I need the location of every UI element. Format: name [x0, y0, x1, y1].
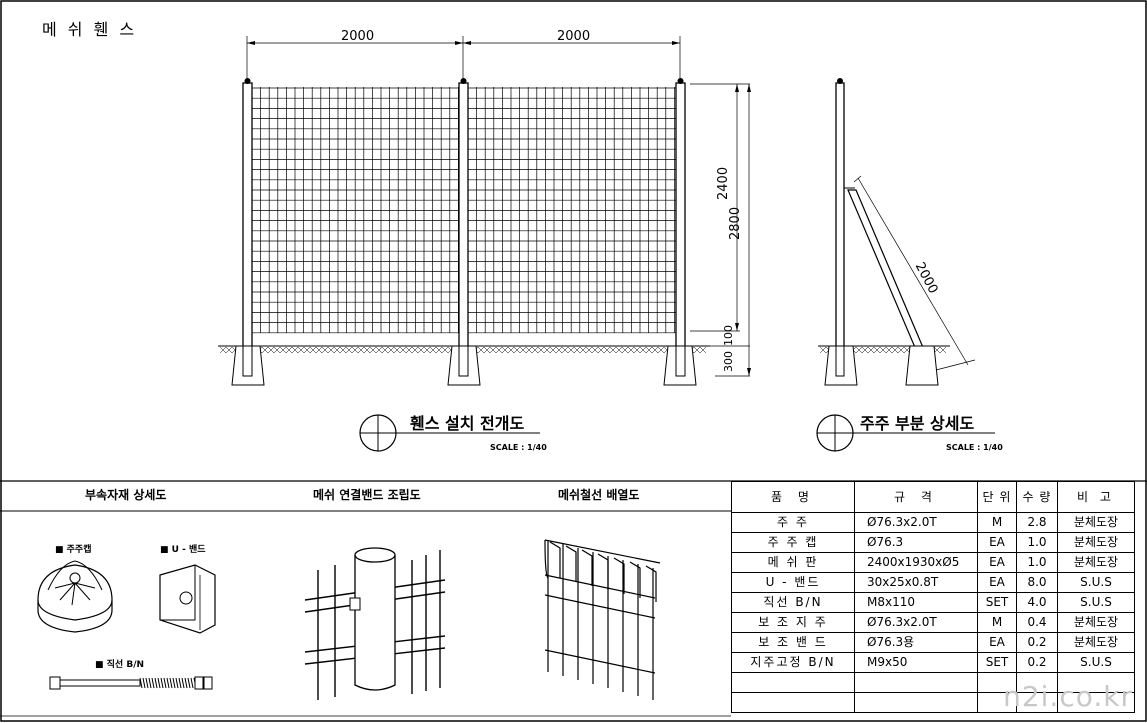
- cell-unit: EA: [977, 532, 1017, 553]
- cell-std: M8x110: [854, 592, 978, 613]
- dim-2800: 2800: [728, 206, 743, 240]
- mesh-panel-left: [251, 87, 459, 334]
- cell-name: 메 쉬 판: [731, 552, 855, 573]
- cell-unit: M: [977, 512, 1017, 533]
- cell-unit: EA: [977, 552, 1017, 573]
- cell-qty: 0.4: [1016, 612, 1058, 633]
- cell-note: S.U.S: [1057, 572, 1135, 593]
- cell-unit: M: [977, 612, 1017, 633]
- spec-header-unit: 단 위: [977, 481, 1017, 513]
- table-row: U - 밴드 30x25x0.8T EA 8.0 S.U.S: [731, 572, 1135, 593]
- table-row: 메 쉬 판 2400x1930xØ5 EA 1.0 분체도장: [731, 552, 1135, 573]
- dim-width-right: 2000: [557, 29, 591, 44]
- cell-name: 주 주: [731, 512, 855, 533]
- dim-100: 100: [722, 325, 735, 346]
- cell-name: U - 밴드: [731, 572, 855, 593]
- table-row: 보 조 지 주 Ø76.3x2.0T M 0.4 분체도장: [731, 612, 1135, 633]
- cell-std: 30x25x0.8T: [854, 572, 978, 593]
- brace-footing: [905, 345, 939, 386]
- cell-std: Ø76.3: [854, 532, 978, 553]
- front-view-symbol: [359, 414, 540, 452]
- cell-qty: 4.0: [1016, 592, 1058, 613]
- bolt-illustration: [49, 676, 213, 690]
- front-elevation: [218, 36, 751, 386]
- dim-width-left: 2000: [341, 29, 375, 44]
- side-view-scale: SCALE : 1/40: [946, 443, 1003, 452]
- cell-qty: 0.2: [1016, 652, 1058, 673]
- cell-note: 분체도장: [1057, 532, 1135, 553]
- cell-note: S.U.S: [1057, 652, 1135, 673]
- side-detail: [818, 78, 976, 386]
- cell-qty: 0.2: [1016, 632, 1058, 653]
- post-cap-right: [677, 78, 684, 84]
- cell-note: 분체도장: [1057, 632, 1135, 653]
- front-view-scale: SCALE : 1/40: [490, 443, 547, 452]
- cell-qty: 1.0: [1016, 552, 1058, 573]
- cell-unit: SET: [977, 652, 1017, 673]
- accessories-title: 부속자재 상세도: [85, 488, 167, 502]
- cell-name: 직선 B/N: [731, 592, 855, 613]
- cell-std: 2400x1930xØ5: [854, 552, 978, 573]
- cell-note: S.U.S: [1057, 592, 1135, 613]
- cell-qty: 1.0: [1016, 532, 1058, 553]
- cell-name: 보 조 밴 드: [731, 632, 855, 653]
- drawing-title: 메 쉬 휀 스: [42, 20, 138, 39]
- cell-qty: 8.0: [1016, 572, 1058, 593]
- dim-line-brace: [857, 177, 969, 366]
- cell-std: M9x50: [854, 652, 978, 673]
- part-bolt-label: ■ 직선 B/N: [95, 660, 145, 670]
- cell-note: 분체도장: [1057, 512, 1135, 533]
- cell-std: Ø76.3x2.0T: [854, 512, 978, 533]
- front-view-title: 휀스 설치 전개도: [410, 414, 525, 433]
- cell-name: 보 조 지 주: [731, 612, 855, 633]
- uband-illustration: [159, 564, 216, 634]
- spec-header-note: 비 고: [1057, 481, 1135, 513]
- side-view-title: 주주 부분 상세도: [860, 414, 975, 433]
- table-row: 주 주 Ø76.3x2.0T M 2.8 분체도장: [731, 512, 1135, 533]
- side-view-symbol: [816, 414, 995, 452]
- watermark: n2i.co.kr: [1003, 680, 1133, 713]
- cell-std: Ø76.3용: [854, 632, 978, 653]
- cell-std: Ø76.3x2.0T: [854, 612, 978, 633]
- cell-note: 분체도장: [1057, 612, 1135, 633]
- spec-header-qty: 수 량: [1016, 481, 1058, 513]
- post-middle: [458, 82, 469, 377]
- band-assembly: [304, 547, 446, 700]
- side-post: [835, 82, 845, 377]
- band-assembly-title: 메쉬 연결밴드 조립도: [313, 488, 421, 502]
- post-right: [675, 82, 686, 377]
- cell-unit: EA: [977, 572, 1017, 593]
- spec-header-row: 품 명 규 격 단 위 수 량 비 고: [731, 481, 1135, 513]
- cell-unit: EA: [977, 632, 1017, 653]
- spec-header-std: 규 격: [854, 481, 978, 513]
- spec-header-name: 품 명: [731, 481, 855, 513]
- mesh-panel-right: [467, 87, 676, 334]
- table-row-empty: [731, 692, 1135, 713]
- table-row: 지주고정 B/N M9x50 SET 0.2 S.U.S: [731, 652, 1135, 673]
- dim-300: 300: [722, 351, 735, 372]
- cap-illustration: [37, 560, 113, 633]
- post-cap-middle: [460, 78, 467, 84]
- table-row: 직선 B/N M8x110 SET 4.0 S.U.S: [731, 592, 1135, 613]
- table-row: 보 조 밴 드 Ø76.3용 EA 0.2 분체도장: [731, 632, 1135, 653]
- part-uband-label: ■ U - 밴드: [160, 545, 206, 555]
- mesh-arrangement-title: 메쉬철선 배열도: [558, 488, 640, 502]
- cell-unit: SET: [977, 592, 1017, 613]
- cell-name: 지주고정 B/N: [731, 652, 855, 673]
- post-cap-left: [244, 78, 251, 84]
- spec-table: 품 명 규 격 단 위 수 량 비 고 주 주 Ø76.3x2.0T M 2.8…: [731, 481, 1135, 713]
- cell-name: 주 주 캡: [731, 532, 855, 553]
- post-left: [242, 82, 253, 377]
- cell-qty: 2.8: [1016, 512, 1058, 533]
- part-cap-label: ■ 주주캡: [55, 545, 92, 555]
- mesh-arrangement: [544, 539, 661, 700]
- table-row: 주 주 캡 Ø76.3 EA 1.0 분체도장: [731, 532, 1135, 553]
- cell-note: 분체도장: [1057, 552, 1135, 573]
- dim-2400: 2400: [716, 166, 731, 200]
